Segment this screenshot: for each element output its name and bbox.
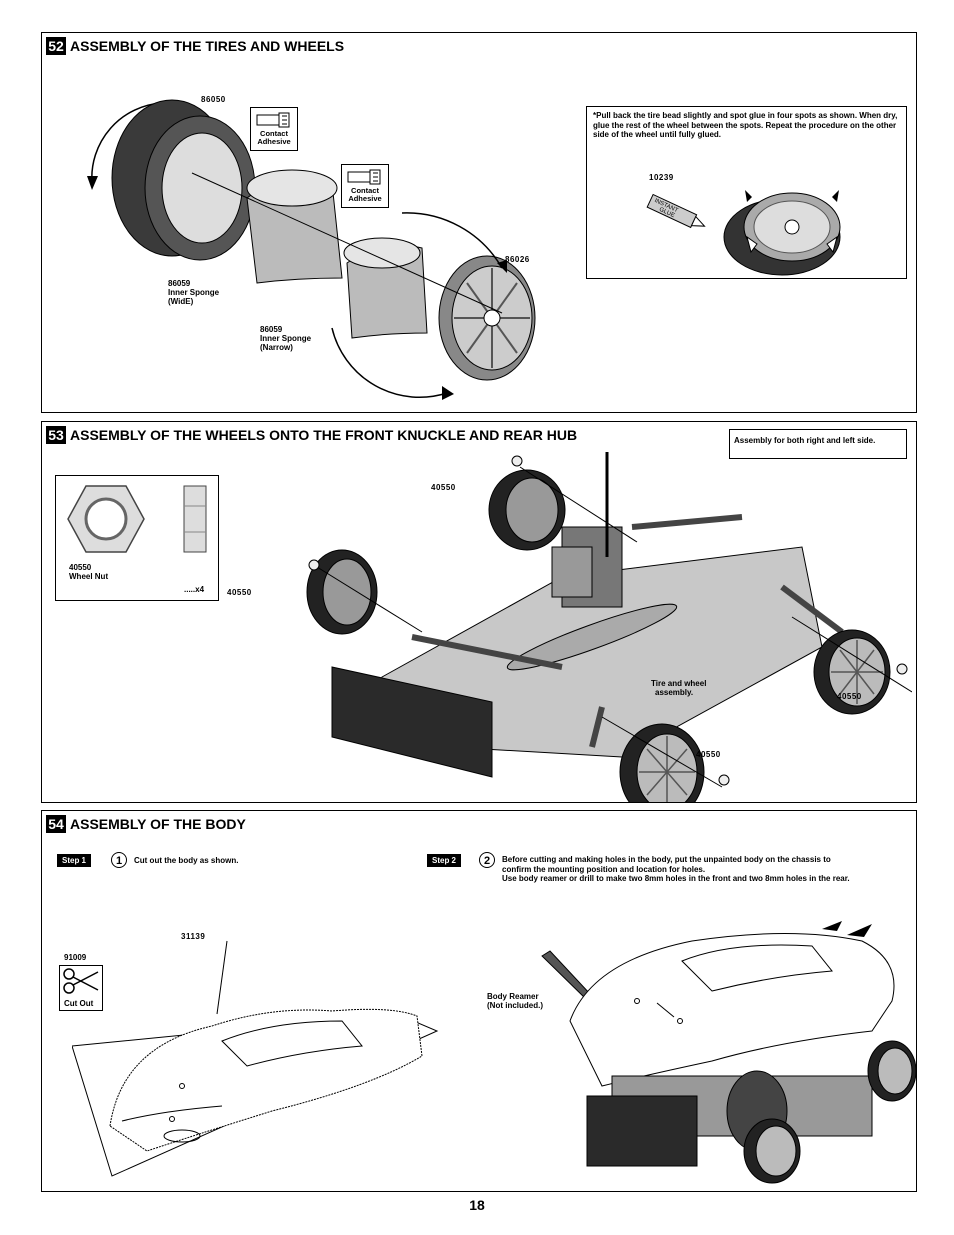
- glue-instruction-text: *Pull back the tire bead slightly and sp…: [593, 111, 898, 139]
- glue-instruction-box: *Pull back the tire bead slightly and sp…: [586, 106, 907, 279]
- step-2-circle: 2: [479, 852, 495, 868]
- step-2-badge: Step 2: [427, 854, 462, 867]
- both-sides-note: Assembly for both right and left side.: [734, 436, 876, 445]
- step-2-text: Before cutting and making holes in the b…: [502, 855, 850, 883]
- wheel-part-label: 86026: [505, 255, 530, 264]
- page-number: 18: [469, 1197, 485, 1213]
- wheel-bottom: [619, 723, 705, 802]
- wheel-nut-qty: .....x4: [184, 585, 205, 594]
- wheel-nut-part-box: 40550 Wheel Nut .....x4: [55, 475, 219, 601]
- contact-adhesive-box-2: Contact Adhesive: [341, 164, 389, 208]
- glued-wheel-diagram: INSTANT GLUE: [646, 190, 841, 276]
- nut-callout-right: 40550: [837, 692, 862, 701]
- step-number: 53: [46, 426, 66, 444]
- wheel-nut-name: Wheel Nut: [69, 572, 109, 581]
- hex-nut-side-icon: [183, 485, 207, 553]
- step-title: ASSEMBLY OF THE TIRES AND WHEELS: [70, 38, 345, 54]
- tire-wheel-exploded-diagram: [87, 99, 536, 400]
- adhesive-tube-icon: [256, 112, 290, 128]
- step-53-panel: 53 ASSEMBLY OF THE WHEELS ONTO THE FRONT…: [41, 421, 917, 803]
- scissors-box: Cut Out: [59, 965, 103, 1011]
- tire-wheel-assembly-label: Tire and wheel assembly.: [651, 679, 707, 697]
- body-on-chassis-diagram: [541, 921, 917, 1184]
- step-1-circle: 1: [111, 852, 127, 868]
- nut-callout-mid-left: 40550: [227, 588, 252, 597]
- step-1-text: Cut out the body as shown.: [134, 856, 239, 865]
- glue-part-label: 10239: [649, 173, 674, 182]
- scissors-icon: [63, 968, 99, 994]
- body-reamer-label: Body Reamer (Not included.): [487, 992, 543, 1010]
- hex-nut-icon: [67, 485, 145, 553]
- wheel-nut-part-number: 40550: [69, 563, 92, 572]
- tire-part-label: 86050: [201, 95, 226, 104]
- wheel-mid-left: [306, 549, 378, 635]
- body-cutout-diagram: [72, 940, 439, 1177]
- cut-out-label: Cut Out: [64, 999, 94, 1008]
- scissor-part-label: 91009: [64, 953, 87, 962]
- chassis-wheel-assembly-diagram: [306, 452, 912, 802]
- both-sides-note-box: Assembly for both right and left side.: [729, 429, 907, 459]
- step-54-panel: 54 ASSEMBLY OF THE BODY Step 1 1 Cut out…: [41, 810, 917, 1192]
- nut-callout-bottom-right: 40550: [696, 750, 721, 759]
- contact-adhesive-box-1: Contact Adhesive: [250, 107, 298, 151]
- wheel-right: [813, 629, 891, 715]
- step-number: 54: [46, 815, 66, 833]
- sponge-narrow-label: 86059 Inner Sponge (Narrow): [260, 325, 312, 352]
- step-52-panel: 52 ASSEMBLY OF THE TIRES AND WHEELS: [41, 32, 917, 413]
- step-title: ASSEMBLY OF THE BODY: [70, 816, 246, 832]
- step-number: 52: [46, 37, 66, 55]
- nut-callout-top-left: 40550: [431, 483, 456, 492]
- body-part-label: 31139: [181, 932, 206, 941]
- step-title: ASSEMBLY OF THE WHEELS ONTO THE FRONT KN…: [70, 427, 578, 443]
- step-1-badge: Step 1: [57, 854, 92, 867]
- wheel-top-left: [488, 469, 566, 551]
- sponge-wide-label: 86059 Inner Sponge (WidE): [168, 279, 220, 306]
- adhesive-tube-icon: [347, 169, 381, 185]
